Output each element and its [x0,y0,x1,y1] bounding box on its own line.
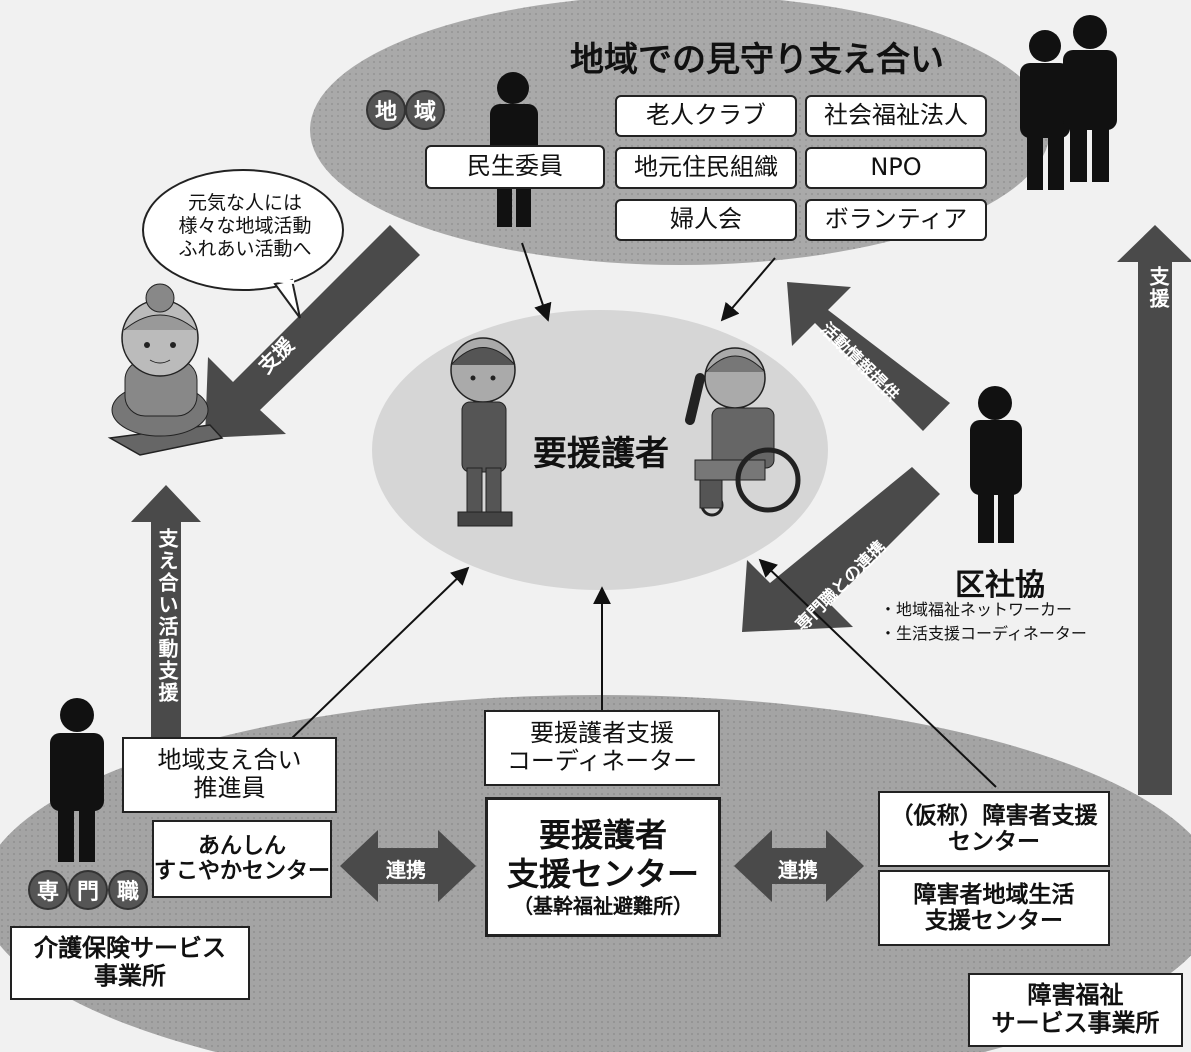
coordinator-box: 要援護者支援 コーディネーター [484,710,720,786]
connector-arrow [521,242,552,322]
group-elderly-club: 老人クラブ [615,95,797,137]
elderly-woman-icon [107,283,224,456]
professional-label-char: 専 [28,870,68,910]
center-label: 要援護者 [533,434,669,474]
promoter-box: 地域支え合い 推進員 [122,737,337,813]
person-silhouette-icon [970,386,1022,543]
link-right-label: 連携 [778,858,818,882]
link-arrow-right [734,830,864,902]
support-arrow-left [205,225,420,438]
life-support-center-box: 障害者地域生活 支援センター [878,870,1110,946]
link-left-label: 連携 [386,858,426,882]
support-center-box: 要援護者 支援センター （基幹福祉避難所） [485,797,721,937]
group-minsei-iin: 民生委員 [425,145,605,189]
activity-info-arrow [787,282,950,431]
group-local-residents: 地元住民組織 [615,147,797,189]
region-title: 地域での見守り支え合い [570,40,944,80]
connector-arrow [758,558,997,788]
support-center-title: 要援護者 支援センター [506,816,699,893]
link-arrow-left [340,830,476,902]
anshin-center-box: あんしん すこやかセンター [152,820,332,898]
support-arrow-right [1117,225,1191,795]
support-center-subtitle: （基幹福祉避難所） [513,893,693,918]
speech-bubble-shape [142,169,344,319]
connector-arrow [289,566,470,741]
disability-support-center-box: （仮称）障害者支援 センター [878,791,1110,867]
group-volunteers: ボランティア [805,199,987,241]
elderly-man-icon [450,337,516,527]
speech-bubble-text: 元気な人には 様々な地域活動 ふれあい活動へ [178,192,312,260]
ward-council-role: ・地域福祉ネットワーカー [880,600,1073,619]
group-womens-assoc: 婦人会 [615,199,797,241]
person-silhouette-icon [50,698,104,862]
person-silhouette-icon [1020,15,1117,190]
care-insurance-office-box: 介護保険サービス 事業所 [10,926,250,1000]
professional-label-char: 門 [68,870,108,910]
ward-council-role: ・生活支援コーディネーター [880,624,1087,643]
mutual-support-label: 支え合い活動支援 [155,528,179,704]
connector-arrow [720,257,776,322]
welfare-service-office-box: 障害福祉 サービス事業所 [968,973,1183,1047]
group-npo: NPO [805,147,987,189]
group-social-welfare-corp: 社会福祉法人 [805,95,987,137]
support-right-label: 支援 [1146,266,1170,310]
ward-council-name: 区社協 [955,568,1045,603]
mutual-support-arrow [131,485,201,740]
professional-label-char: 職 [108,870,148,910]
region-label-char: 域 [405,90,445,130]
region-label-char: 地 [366,90,406,130]
wheelchair-person-icon [685,347,801,517]
